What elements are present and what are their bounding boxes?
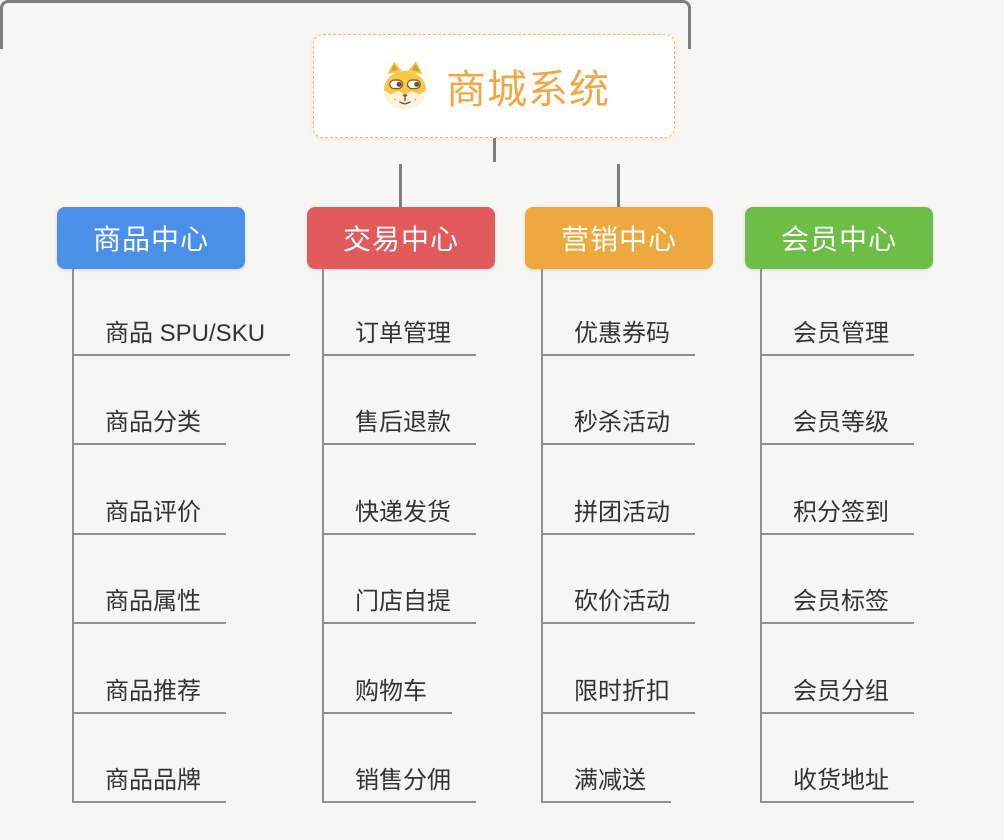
- tree-item[interactable]: 砍价活动: [541, 585, 695, 624]
- tree-item[interactable]: 秒杀活动: [541, 406, 695, 445]
- tree-item[interactable]: 满减送: [541, 764, 671, 803]
- tree-item[interactable]: 会员分组: [760, 675, 914, 714]
- tree-item[interactable]: 门店自提: [322, 585, 476, 624]
- branch-header-member[interactable]: 会员中心: [745, 207, 933, 269]
- tree-item[interactable]: 商品属性: [72, 585, 226, 624]
- tree-item[interactable]: 收货地址: [760, 764, 914, 803]
- tree-item[interactable]: 购物车: [322, 675, 452, 714]
- tree-item[interactable]: 优惠券码: [541, 317, 695, 356]
- branch-header-trade[interactable]: 交易中心: [307, 207, 495, 269]
- tree-item[interactable]: 商品分类: [72, 406, 226, 445]
- trunk-line: [760, 269, 762, 803]
- tree-item[interactable]: 售后退款: [322, 406, 476, 445]
- dog-face-icon: [378, 59, 432, 113]
- trunk-line: [322, 269, 324, 803]
- tree-item[interactable]: 快递发货: [322, 496, 476, 535]
- connector-drop-2: [399, 164, 402, 207]
- connector-drop-3: [617, 164, 620, 207]
- tree-item[interactable]: 销售分佣: [322, 764, 476, 803]
- tree-item[interactable]: 商品品牌: [72, 764, 226, 803]
- tree-item[interactable]: 商品评价: [72, 496, 226, 535]
- tree-item[interactable]: 会员标签: [760, 585, 914, 624]
- tree-item[interactable]: 拼团活动: [541, 496, 695, 535]
- root-title: 商城系统: [446, 68, 610, 112]
- root-node[interactable]: 商城系统: [313, 34, 675, 138]
- branch-header-marketing[interactable]: 营销中心: [525, 207, 713, 269]
- tree-item[interactable]: 会员管理: [760, 317, 914, 356]
- trunk-line: [72, 269, 74, 803]
- tree-item[interactable]: 限时折扣: [541, 675, 695, 714]
- tree-item[interactable]: 商品推荐: [72, 675, 226, 714]
- tree-item[interactable]: 会员等级: [760, 406, 914, 445]
- tree-item[interactable]: 商品 SPU/SKU: [72, 317, 291, 356]
- tree-item[interactable]: 订单管理: [322, 317, 476, 356]
- connector-bus-line: [0, 0, 691, 49]
- tree-item[interactable]: 积分签到: [760, 496, 914, 535]
- branch-header-product[interactable]: 商品中心: [57, 207, 245, 269]
- connector-root-stub: [493, 138, 496, 162]
- trunk-line: [541, 269, 543, 803]
